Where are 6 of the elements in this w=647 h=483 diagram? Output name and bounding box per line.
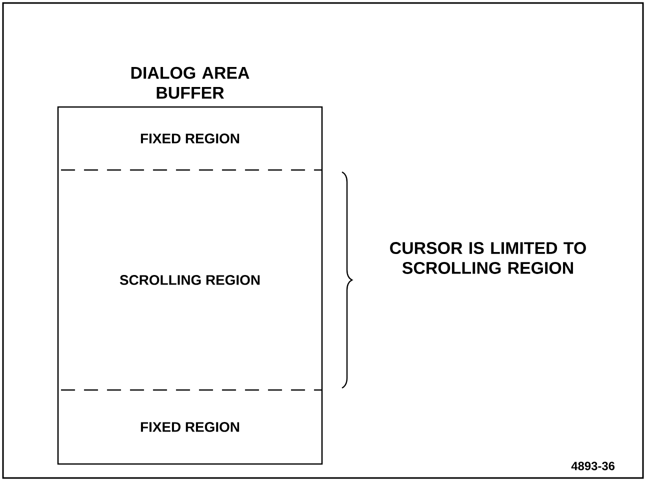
note-text: CURSOR IS LIMITED TO SCROLLING REGION	[390, 242, 586, 274]
figure-number: 4893-36	[571, 462, 615, 470]
region-label: FIXED REGION	[140, 134, 240, 144]
node-label: DIALOG AREA BUFFER	[131, 66, 250, 99]
region-label: SCROLLING REGION	[120, 275, 260, 285]
region-label: FIXED REGION	[140, 422, 240, 432]
